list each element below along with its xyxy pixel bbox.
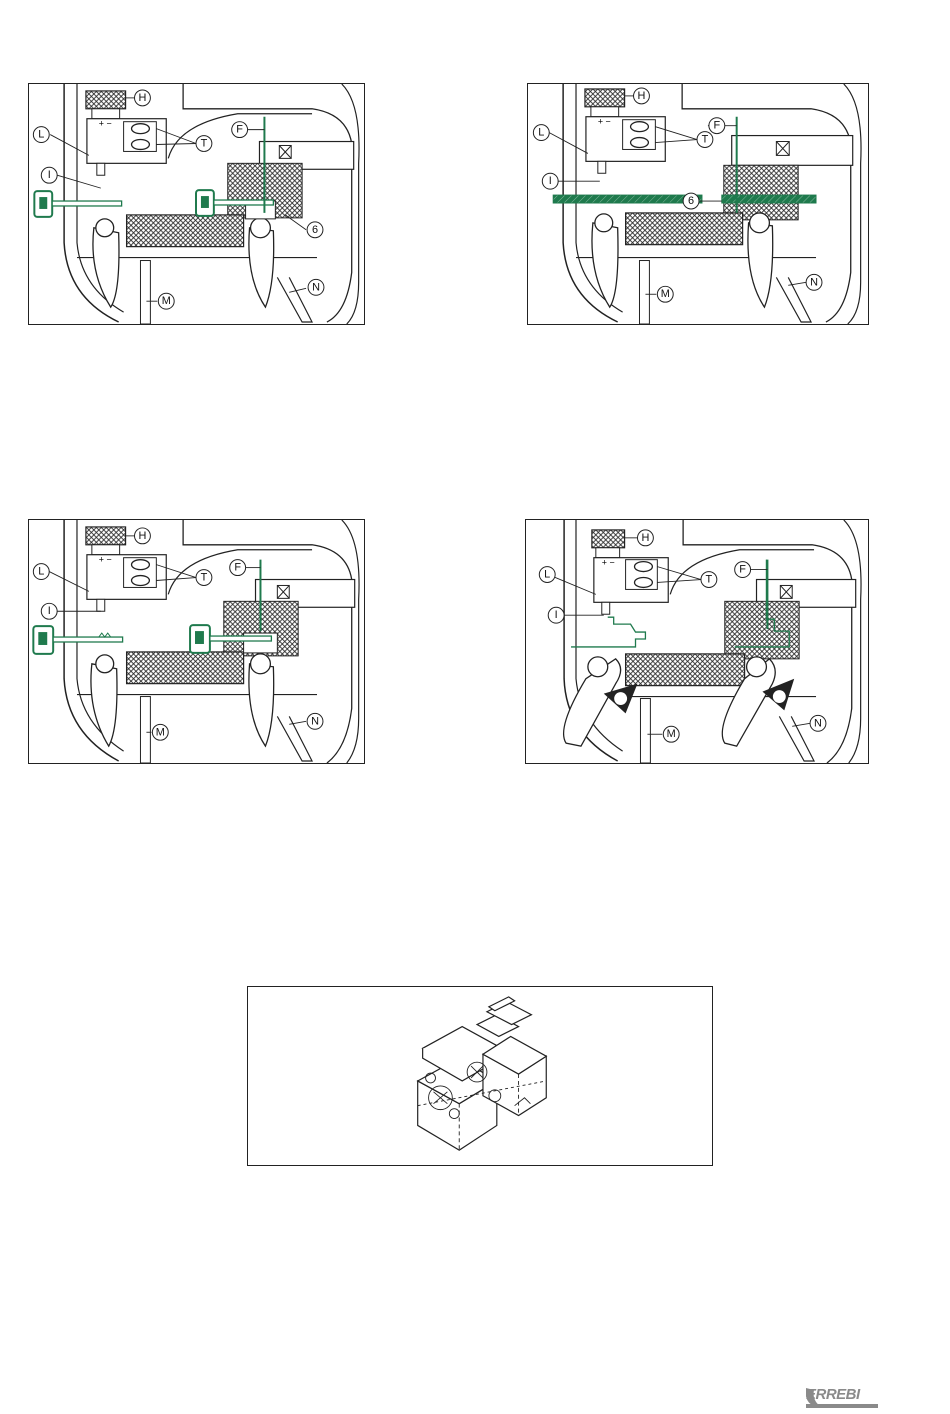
svg-text:I: I xyxy=(48,169,51,181)
svg-text:+ −: + − xyxy=(99,555,112,565)
svg-text:6: 6 xyxy=(688,195,694,207)
svg-text:M: M xyxy=(661,288,670,300)
svg-text:F: F xyxy=(234,562,241,574)
knob-h xyxy=(86,91,126,109)
svg-text:L: L xyxy=(38,129,44,141)
svg-text:N: N xyxy=(312,281,320,293)
errebi-logo: ERREBI xyxy=(806,1388,878,1410)
svg-text:F: F xyxy=(714,120,721,132)
green-rod-left xyxy=(553,195,702,203)
svg-text:H: H xyxy=(641,532,649,544)
svg-text:+ −: + − xyxy=(598,117,611,127)
svg-text:M: M xyxy=(156,726,165,738)
svg-text:M: M xyxy=(162,295,171,307)
svg-text:L: L xyxy=(38,566,44,578)
svg-text:H: H xyxy=(638,90,646,102)
svg-text:H: H xyxy=(139,92,147,104)
key-left-icon xyxy=(34,191,121,217)
svg-text:T: T xyxy=(201,138,208,150)
svg-text:N: N xyxy=(814,717,822,729)
figure-2-key-machine-with-rods: + − H L T F I 6 M N xyxy=(527,83,869,325)
svg-text:N: N xyxy=(311,715,319,727)
figure-1-key-machine-with-keys: + − H L T xyxy=(28,83,365,325)
errebi-logo-text: ERREBI xyxy=(806,1386,860,1403)
figure-3-key-machine-keys-clamped: + − H L T F I M N xyxy=(28,519,365,764)
svg-text:F: F xyxy=(236,124,243,136)
svg-text:+ −: + − xyxy=(602,558,615,568)
figure-4-key-machine-levers-turned: + − H L T F I M N xyxy=(525,519,869,764)
svg-text:F: F xyxy=(739,564,746,576)
svg-text:T: T xyxy=(201,572,208,584)
svg-text:N: N xyxy=(810,276,818,288)
svg-text:T: T xyxy=(706,574,713,586)
svg-text:T: T xyxy=(702,134,709,146)
svg-text:I: I xyxy=(48,605,51,617)
svg-text:+ −: + − xyxy=(99,119,112,129)
figure-5-clamp-jaw xyxy=(247,986,713,1166)
svg-text:L: L xyxy=(538,127,544,139)
svg-text:I: I xyxy=(555,609,558,621)
svg-text:I: I xyxy=(549,175,552,187)
svg-text:6: 6 xyxy=(312,224,318,236)
svg-text:L: L xyxy=(544,569,550,581)
svg-text:M: M xyxy=(667,728,676,740)
svg-text:H: H xyxy=(138,530,146,542)
